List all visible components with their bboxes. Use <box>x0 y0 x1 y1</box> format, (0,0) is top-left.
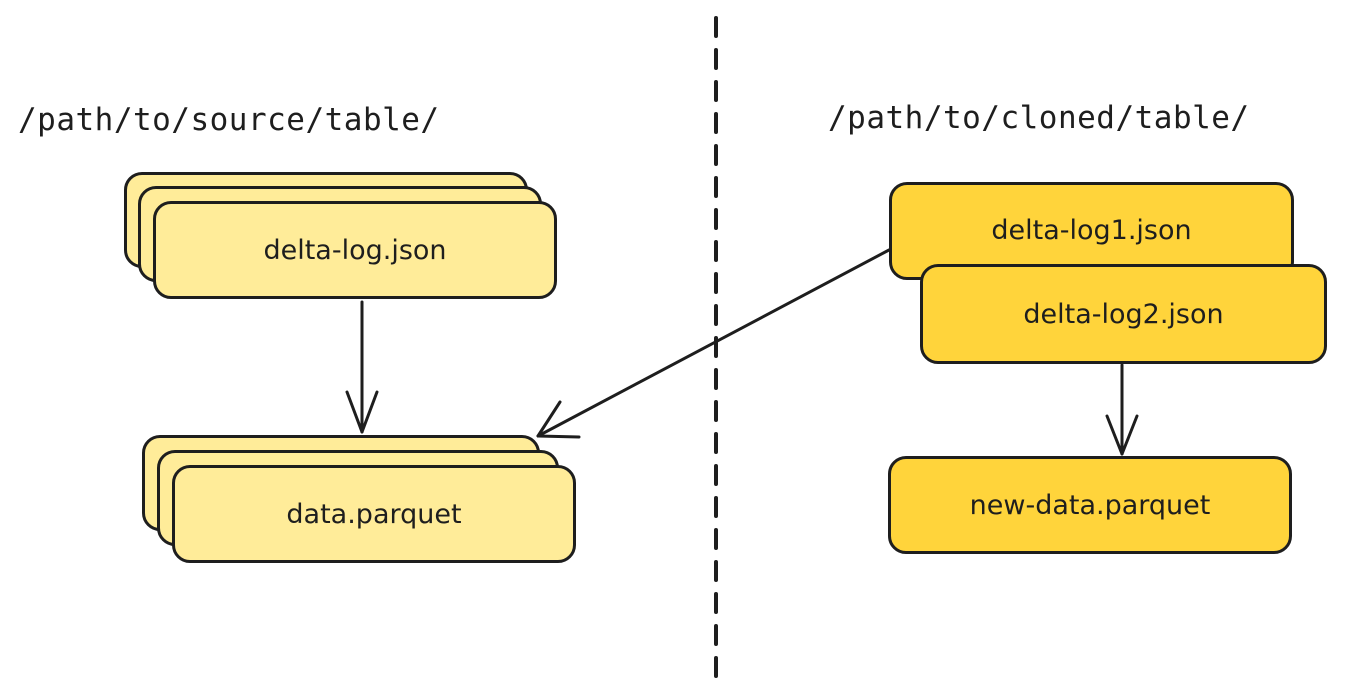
source-log-box[interactable]: delta-log.json <box>153 201 557 299</box>
clone-path-label: /path/to/cloned/table/ <box>828 100 1250 136</box>
clone-new-data-box-label: new-data.parquet <box>969 489 1211 521</box>
arrow-clone-log-to-new-data <box>1105 363 1139 456</box>
arrow-clone-log-to-source-data <box>536 248 891 439</box>
source-data-box[interactable]: data.parquet <box>172 465 576 563</box>
arrow-source-log-to-data <box>345 300 379 434</box>
source-path-label: /path/to/source/table/ <box>18 102 440 138</box>
source-log-box-label: delta-log.json <box>263 234 447 266</box>
clone-new-data-box[interactable]: new-data.parquet <box>888 456 1292 554</box>
clone-log1-box[interactable]: delta-log1.json <box>889 182 1294 280</box>
clone-log1-box-label: delta-log1.json <box>991 215 1192 246</box>
clone-log2-box-label: delta-log2.json <box>1023 298 1224 330</box>
source-data-box-label: data.parquet <box>286 498 462 530</box>
clone-log2-box[interactable]: delta-log2.json <box>920 264 1327 364</box>
